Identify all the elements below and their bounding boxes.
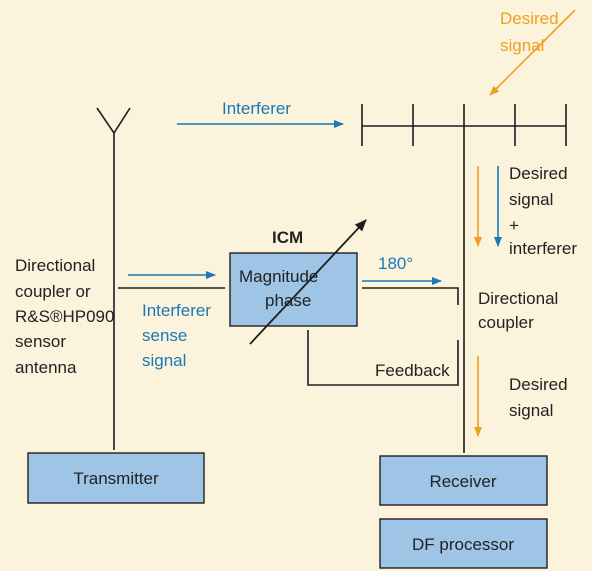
df-processor-block — [379, 518, 548, 569]
df-antenna-array-icon — [361, 104, 567, 453]
desired-interferer-label-1: Desired — [509, 164, 568, 183]
coupler-left-label-5: antenna — [15, 358, 77, 377]
phase-180-label: 180° — [378, 254, 413, 273]
df-processor-label: DF processor — [412, 535, 514, 554]
interferer-sense-label-2: sense — [142, 326, 187, 345]
transmitter-label: Transmitter — [73, 469, 159, 488]
desired-interferer-label-4: interferer — [509, 239, 577, 258]
coupler-left-label-3: R&S®HP090 — [15, 307, 114, 326]
desired-interferer-label-3: + — [509, 216, 519, 235]
receiver-label: Receiver — [429, 472, 496, 491]
interferer-sense-label-3: signal — [142, 351, 186, 370]
transmitter-block — [27, 452, 205, 504]
desired-signal-bottom-label-2: signal — [509, 401, 553, 420]
receiver-block — [379, 455, 548, 506]
icm-block-label-1: Magnitude — [239, 267, 318, 286]
coupler-left-label-4: sensor — [15, 332, 66, 351]
desired-signal-top-label-1: Desired — [500, 9, 559, 28]
desired-signal-top-label-2: signal — [500, 36, 544, 55]
coupler-right-label-1: Directional — [478, 289, 558, 308]
interferer-label: Interferer — [222, 99, 291, 118]
coupler-left-label-1: Directional — [15, 256, 95, 275]
adjustable-arrow-icon — [249, 219, 367, 345]
icm-label: ICM — [272, 228, 303, 247]
coupler-right-label-2: coupler — [478, 313, 534, 332]
desired-interferer-label-2: signal — [509, 190, 553, 209]
icm-block-label-2: phase — [265, 291, 311, 310]
icm-block — [229, 252, 358, 327]
coupler-wiring — [118, 287, 459, 386]
interferer-sense-label-1: Interferer — [142, 301, 211, 320]
desired-signal-diagonal-arrow — [489, 9, 576, 96]
feedback-label: Feedback — [375, 361, 450, 380]
desired-signal-bottom-label-1: Desired — [509, 375, 568, 394]
transmit-antenna-icon — [96, 107, 131, 450]
coupler-left-label-2: coupler or — [15, 282, 91, 301]
